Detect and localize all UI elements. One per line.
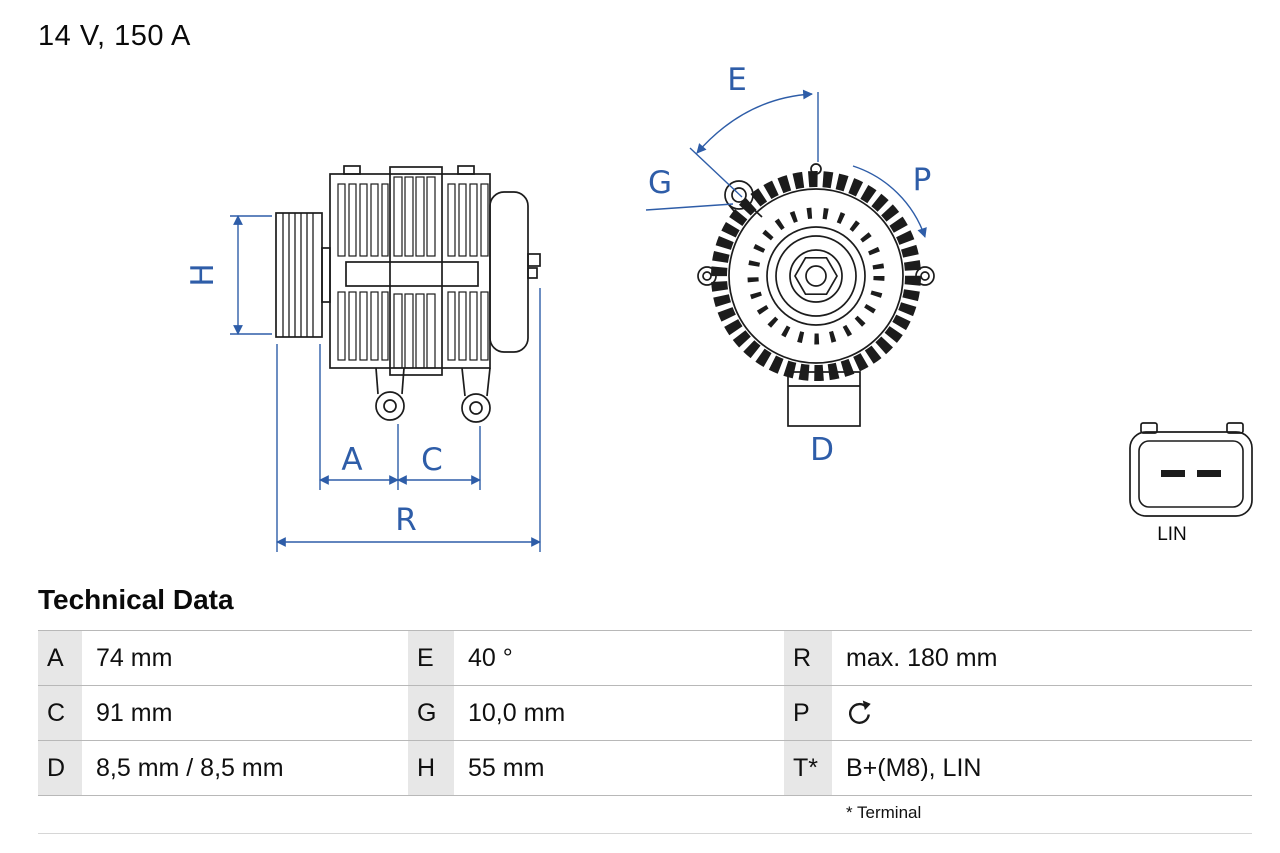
technical-data-section: Technical Data A 74 mm E 40 ° R max. 180… xyxy=(38,584,1252,834)
technical-data-title: Technical Data xyxy=(38,584,234,615)
g-lug xyxy=(724,180,763,223)
dimension-D: D xyxy=(810,432,834,468)
dim-key-cell: T* xyxy=(784,741,832,795)
bplus-terminal xyxy=(527,253,541,279)
dimension-G: G xyxy=(645,165,734,211)
front-mounting-ears xyxy=(697,163,935,286)
dim-key-cell: R xyxy=(784,631,832,685)
dim-label-a: A xyxy=(341,442,362,478)
table-row: C 91 mm G 10,0 mm P xyxy=(38,685,1252,740)
alternator-technical-drawing: H A C R xyxy=(185,62,1253,552)
table-row: A 74 mm E 40 ° R max. 180 mm xyxy=(38,630,1252,685)
dim-value-cell: 55 mm xyxy=(468,753,545,782)
dim-label-h: H xyxy=(185,263,221,286)
dimension-C: C xyxy=(397,426,481,490)
dim-label-p: P xyxy=(913,162,932,198)
rotation-direction-icon xyxy=(849,700,871,724)
dim-value-cell: 10,0 mm xyxy=(468,698,566,727)
dim-value-cell: 91 mm xyxy=(96,698,173,727)
stator-band xyxy=(345,261,479,287)
dim-label-c: C xyxy=(421,442,443,478)
terminal-footnote: * Terminal xyxy=(846,803,922,822)
connector-pin xyxy=(1197,470,1221,477)
dim-key-cell: D xyxy=(38,741,82,795)
dim-label-e: E xyxy=(727,62,747,98)
dim-key-cell: E xyxy=(408,631,454,685)
front-view-drawing xyxy=(697,163,935,427)
cooling-fins-upper xyxy=(337,176,489,257)
dim-key-cell: H xyxy=(408,741,454,795)
dim-key-cell: G xyxy=(408,686,454,740)
dim-key-cell: A xyxy=(38,631,82,685)
rotation-direction-cell xyxy=(832,686,1252,740)
dim-value-cell: 74 mm xyxy=(96,643,173,672)
connector-pin xyxy=(1161,470,1185,477)
bottom-bracket xyxy=(787,371,861,427)
dim-key-cell: P xyxy=(784,686,832,740)
technical-data-table: A 74 mm E 40 ° R max. 180 mm C 91 mm G 1… xyxy=(38,630,1252,834)
fan-teeth-ring xyxy=(711,171,921,381)
dim-label-r: R xyxy=(395,502,417,538)
dim-value-cell: 40 ° xyxy=(468,643,513,672)
dimension-A: A xyxy=(319,344,399,490)
dimension-E: E xyxy=(689,62,819,198)
vent-slot-ring xyxy=(747,207,885,345)
dim-value-cell: max. 180 mm xyxy=(846,643,998,672)
dimension-H: H xyxy=(185,215,272,335)
connector-lin-label: LIN xyxy=(1157,524,1187,545)
dimension-R: R xyxy=(276,288,541,552)
voltage-current-rating: 14 V, 150 A xyxy=(38,20,191,52)
pulley xyxy=(275,212,331,338)
table-row: D 8,5 mm / 8,5 mm H 55 mm T* B+(M8), LIN xyxy=(38,740,1252,795)
lin-connector-drawing: LIN xyxy=(1129,422,1253,545)
dim-key-cell: C xyxy=(38,686,82,740)
alternator-housing-side xyxy=(329,165,541,376)
cooling-fins-lower xyxy=(337,291,489,369)
shaft-nut-hex xyxy=(794,256,838,296)
table-footnote-row: * Terminal xyxy=(38,795,1252,834)
side-view-drawing xyxy=(275,165,541,423)
mounting-lugs xyxy=(375,367,491,423)
dim-label-g: G xyxy=(648,165,672,201)
dim-value-cell: 8,5 mm / 8,5 mm xyxy=(96,753,284,782)
dim-label-d: D xyxy=(810,432,834,468)
dim-value-cell: B+(M8), LIN xyxy=(846,753,982,782)
dimension-P: P xyxy=(852,162,932,238)
